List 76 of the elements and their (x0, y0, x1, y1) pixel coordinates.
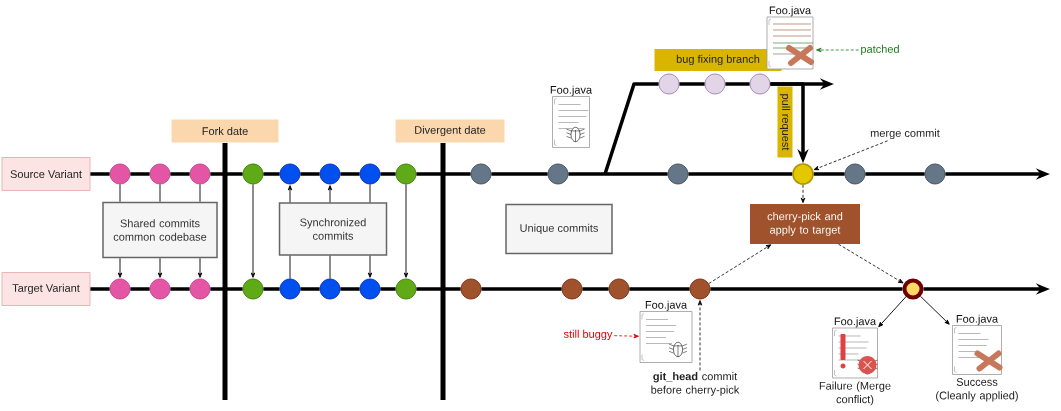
dashed-arrow (697, 300, 703, 371)
arrow (157, 257, 163, 278)
arrow (878, 296, 907, 328)
arrow (287, 185, 293, 203)
commit-dot (924, 163, 946, 185)
commit-dot (319, 163, 341, 185)
outcome-label: Failure (Merge conflict) (819, 381, 891, 406)
commit-dot (279, 163, 301, 185)
arrow (367, 255, 373, 278)
connector-line (369, 183, 371, 203)
commit-dot (149, 163, 171, 185)
commit-dot (189, 278, 211, 300)
commit-dot (149, 278, 171, 300)
branch-line (603, 82, 659, 175)
commit-dot (792, 163, 814, 185)
file-name: Foo.java (550, 85, 593, 96)
branch-line (725, 82, 750, 86)
commit-dot (189, 163, 211, 185)
leader-text: still buggy (563, 329, 613, 341)
dashed-arrow (613, 333, 639, 339)
arrow (920, 295, 950, 325)
commit-dot (319, 278, 341, 300)
arrow (327, 185, 333, 203)
lane-label: Target Variant (1, 272, 91, 306)
commit-dot (395, 278, 417, 300)
commit-dot (844, 163, 866, 185)
branch-line (679, 82, 705, 86)
commit-dot (658, 73, 680, 95)
file-name: Foo.java (834, 317, 877, 328)
connector-line (159, 183, 161, 203)
arrow (250, 183, 256, 278)
date-label: Divergent date (395, 119, 505, 143)
date-label: Fork date (171, 119, 279, 143)
commit-dot (667, 163, 689, 185)
connector-line (199, 183, 201, 203)
action-box: cherry-pick and apply to target (750, 204, 860, 244)
leader-text: patched (861, 44, 899, 56)
outcome-label: Success (Cleanly applied) (936, 378, 1018, 402)
annotation-box: Unique commits (505, 203, 613, 255)
file-name: Foo.java (645, 300, 688, 311)
commit-dot (749, 73, 771, 95)
connector-line (329, 255, 331, 280)
annotation-text: merge commit (870, 128, 940, 140)
commit-dot (109, 278, 131, 300)
commit-dot (359, 163, 381, 185)
lane-label: Source Variant (1, 157, 91, 191)
commit-dot (279, 278, 301, 300)
annotation-text: git_head commit before cherry-pick (651, 372, 740, 396)
commit-dot (242, 163, 264, 185)
dashed-arrow (800, 184, 806, 204)
commit-dot (547, 163, 569, 185)
connector-line (289, 255, 291, 280)
annotation-box: Synchronized commits (278, 202, 388, 256)
commit-dot (902, 278, 924, 300)
commit-dot (608, 278, 630, 300)
dashed-arrow (813, 140, 888, 171)
commit-dot (704, 73, 726, 95)
commit-dot (109, 163, 131, 185)
dashed-arrow (816, 47, 860, 53)
commit-dot (359, 278, 381, 300)
arrow (403, 183, 409, 278)
commit-dot (561, 278, 583, 300)
pull-request-label: pull request (777, 86, 793, 158)
commit-dot (689, 278, 711, 300)
annotation-box: Shared commits common codebase (102, 201, 218, 259)
arrow (117, 257, 123, 278)
commit-dot (470, 163, 492, 185)
commit-dot (460, 278, 482, 300)
dashed-arrow (708, 244, 772, 284)
file-name: Foo.java (956, 314, 999, 325)
arrow (197, 257, 203, 278)
dashed-arrow (838, 243, 904, 284)
commit-dot (242, 278, 264, 300)
connector-line (119, 183, 121, 203)
commit-dot (395, 163, 417, 185)
file-name: Foo.java (769, 6, 812, 17)
